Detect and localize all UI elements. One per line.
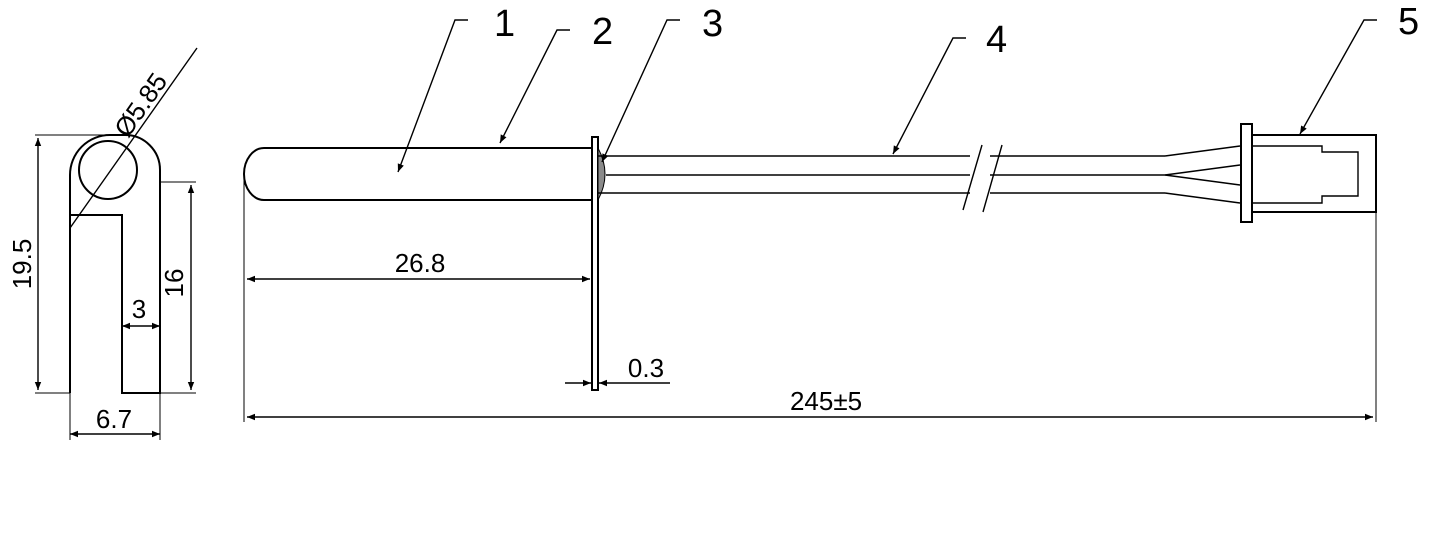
- connector: [1240, 123, 1377, 223]
- height-total-label: 19.5: [7, 239, 37, 290]
- slot-width-label: 3: [132, 294, 146, 324]
- probe-tube: [243, 147, 592, 201]
- mounting-plate: [591, 136, 599, 391]
- callout-4: 4: [986, 19, 1007, 61]
- diameter-leader: [69, 47, 198, 229]
- clip-side-view: Ø5.85 19.5 16 3 6.7: [7, 47, 198, 440]
- sensor-assembly-view: 1 2 3 4 5 26.8 0.3 245±5: [243, 1, 1419, 422]
- overall-length-label: 245±5: [790, 386, 862, 416]
- probe-length-label: 26.8: [395, 248, 446, 278]
- clip-outline: [69, 134, 161, 394]
- clip-hole: [78, 140, 138, 200]
- break-mark: [962, 144, 983, 211]
- break-mark: [982, 144, 1003, 213]
- cable: [598, 144, 1241, 213]
- height-slot-label: 16: [159, 269, 189, 298]
- callout-5: 5: [1398, 1, 1419, 43]
- callout-1: 1: [494, 3, 515, 45]
- clip-width-label: 6.7: [96, 404, 132, 434]
- callout-3: 3: [702, 3, 723, 45]
- diameter-label: Ø5.85: [108, 67, 173, 142]
- callout-leaders: [397, 19, 1377, 173]
- callout-2: 2: [592, 11, 613, 53]
- plate-thickness-label: 0.3: [628, 353, 664, 383]
